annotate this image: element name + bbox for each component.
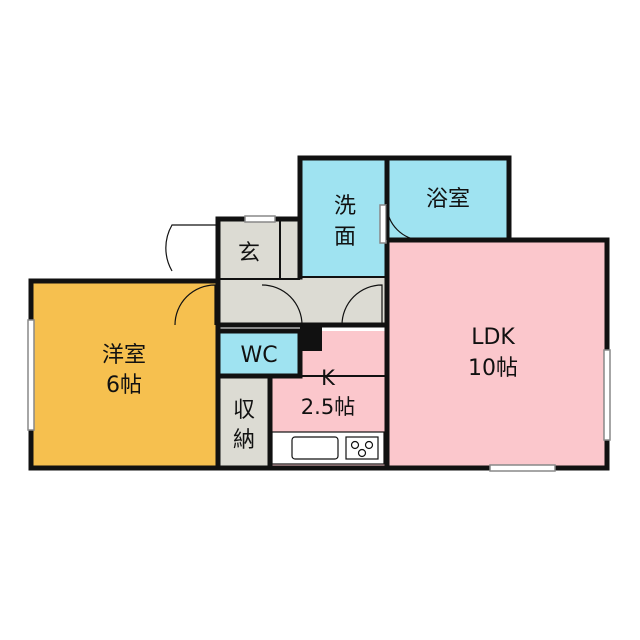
- storage-name-2: 納: [233, 428, 255, 453]
- wc-name: WC: [240, 343, 277, 368]
- western-room: [31, 281, 218, 468]
- washroom: [300, 158, 387, 277]
- ldk-size: 10帖: [468, 356, 518, 381]
- wc-fill: [218, 331, 300, 376]
- bath-name: 浴室: [426, 187, 470, 212]
- pillar: [300, 325, 322, 351]
- washroom-name-2: 面: [334, 225, 356, 250]
- ldk-name: LDK: [471, 325, 515, 350]
- kitchen-counter: [271, 431, 385, 465]
- western-room-size: 6帖: [106, 373, 142, 398]
- kitchen-size: 2.5帖: [301, 395, 355, 419]
- walls: [28, 155, 610, 471]
- thin-walls: [218, 219, 387, 377]
- washroom-name-1: 洗: [334, 194, 356, 219]
- storage-name-1: 収: [233, 398, 255, 423]
- kitchen-name: K: [321, 366, 336, 390]
- entrance: [218, 219, 280, 279]
- windows: [27, 204, 611, 472]
- doors: [165, 204, 423, 326]
- western-room-name: 洋室: [102, 343, 146, 368]
- entrance-name: 玄: [238, 241, 260, 266]
- sink-icon: [291, 436, 339, 460]
- bathroom: [387, 158, 509, 240]
- ldk-room: [387, 240, 607, 468]
- storage-closet: [218, 378, 270, 468]
